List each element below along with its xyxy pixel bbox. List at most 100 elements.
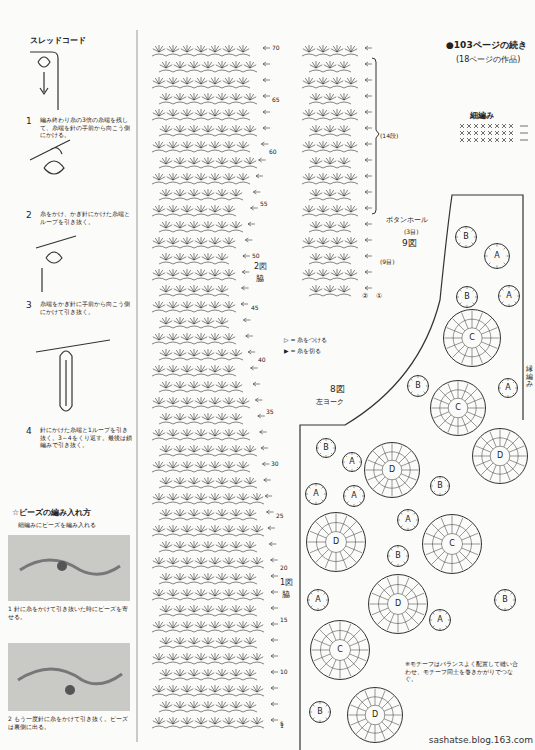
row-count: (14段): [380, 132, 398, 140]
motif-letter: A: [493, 252, 500, 260]
note-text: ※モチーフはバランスよく配置して縫い合わせ、モチーフ同士を巻きかがりでつなぐ。: [405, 660, 523, 683]
row-number: 65: [272, 96, 280, 104]
row-number: 1: [280, 722, 284, 730]
motif-letter: B: [462, 233, 470, 241]
motif-circle: A: [498, 378, 518, 398]
motif-letter: A: [404, 516, 411, 524]
motif-letter: B: [394, 552, 402, 560]
motif-circle: A: [484, 243, 510, 269]
motif-letter: B: [501, 596, 509, 604]
loop: [38, 57, 50, 94]
note-text: 細編みにビーズを編み入れる: [18, 521, 96, 529]
row-arrow: [365, 46, 372, 290]
bead-photo: [8, 535, 130, 601]
motif-circle: D: [472, 428, 528, 484]
motif-circle: B: [407, 375, 429, 397]
hook: [30, 52, 58, 110]
front-band-chart-stitches: [302, 45, 358, 296]
bead-photo: [18, 669, 122, 684]
watermark: sashatse.blog.163.com: [429, 735, 533, 746]
single-crochet-chart: [460, 124, 528, 142]
motif-circle: D: [364, 442, 420, 498]
stitch-count: (3目): [404, 228, 419, 236]
motif-letter: B: [436, 482, 444, 490]
motif-circle: A: [305, 483, 327, 505]
motif-circle: C: [443, 309, 501, 367]
bead-photo: [8, 643, 130, 711]
figure-label: 1図: [280, 578, 293, 588]
motif-letter: B: [414, 382, 422, 390]
motif-letter: B: [463, 293, 471, 301]
section-heading: ☆ビーズの編み入れ方: [12, 508, 91, 518]
motif-stitches: [306, 227, 527, 742]
stitch-count: (9目): [380, 258, 395, 266]
figure-label: 2図: [254, 262, 267, 272]
motif-letter: A: [350, 492, 357, 500]
page-reference: (18ページの作品): [456, 55, 520, 65]
step-number: 2: [26, 210, 32, 221]
figure-label: 8図: [330, 384, 345, 395]
bead-photo: [20, 560, 120, 574]
motif-circle: A: [343, 485, 365, 507]
motif-circle: A: [397, 509, 419, 531]
symbol-legend: ▷ = 糸をつける: [284, 336, 327, 344]
bead: [57, 561, 67, 571]
motif-letter: D: [388, 466, 396, 474]
part-label: ボタンホール: [386, 216, 428, 225]
motif-circle: A: [498, 285, 520, 307]
motif-letter: D: [371, 711, 379, 719]
step-number: 4: [26, 426, 32, 437]
figure-label: 脇: [282, 590, 290, 600]
row-number: 35: [266, 408, 274, 416]
motif-circle: B: [494, 589, 516, 611]
step-text: 編み終わり糸の3倍の糸端を残して、糸端を針の手前から向こう側にかける。: [40, 116, 132, 139]
row-bracket: [372, 58, 379, 214]
row-number: 10: [280, 668, 288, 676]
motif-circle: B: [316, 438, 336, 458]
motif-circle: B: [309, 701, 331, 723]
motif-circle: A: [307, 589, 329, 611]
step-text: 2 もう一度針に糸をかけて引き抜く。ビーズは裏側に出る。: [8, 715, 132, 730]
motif-letter: B: [316, 708, 324, 716]
motif-circle: D: [368, 574, 428, 634]
step-number: 1: [26, 116, 32, 127]
motif-letter: C: [454, 404, 462, 412]
row-number: 60: [269, 148, 277, 156]
motif-letter: D: [394, 600, 402, 608]
motif-circle: C: [422, 514, 482, 574]
thread-cord-illustration: [30, 52, 110, 411]
row-number: 15: [280, 616, 288, 624]
row-number: 20: [280, 564, 288, 572]
motif-letter: A: [348, 458, 355, 466]
row-number: ②: [362, 292, 368, 301]
motif-letter: A: [312, 490, 319, 498]
motif-circle: A: [342, 452, 362, 472]
row-number: ①: [376, 292, 382, 301]
motif-circle: C: [310, 620, 370, 680]
motif-circle: C: [430, 380, 486, 436]
step-text: 針にかけた糸端と1ループを引き抜く。3～4をくり返す。最後は鎖編みで引き抜く。: [40, 426, 132, 449]
body-chart-stitches: [152, 45, 264, 728]
row-number: 70: [272, 44, 280, 52]
figure-label: 脇: [256, 274, 264, 284]
row-number: 55: [260, 200, 268, 208]
motif-letter: C: [448, 540, 456, 548]
row-number: 30: [271, 460, 279, 468]
hook: [36, 236, 76, 292]
motif-letter: B: [322, 444, 330, 452]
section-heading: スレッドコード: [30, 36, 86, 46]
row-number: 25: [276, 512, 284, 520]
motif-letter: C: [336, 646, 344, 654]
motif-circle: B: [455, 226, 477, 248]
hook: [30, 140, 70, 174]
row-number: 50: [252, 252, 260, 260]
row-number: 40: [258, 356, 266, 364]
step-text: 糸端をかぎ針に手前から向こう側にかけて引き抜く。: [40, 300, 132, 315]
bead: [65, 685, 75, 695]
motif-letter: A: [436, 616, 443, 624]
column-divider: [137, 30, 138, 742]
chart-title: 細編み: [470, 111, 494, 121]
cord: [36, 340, 110, 411]
